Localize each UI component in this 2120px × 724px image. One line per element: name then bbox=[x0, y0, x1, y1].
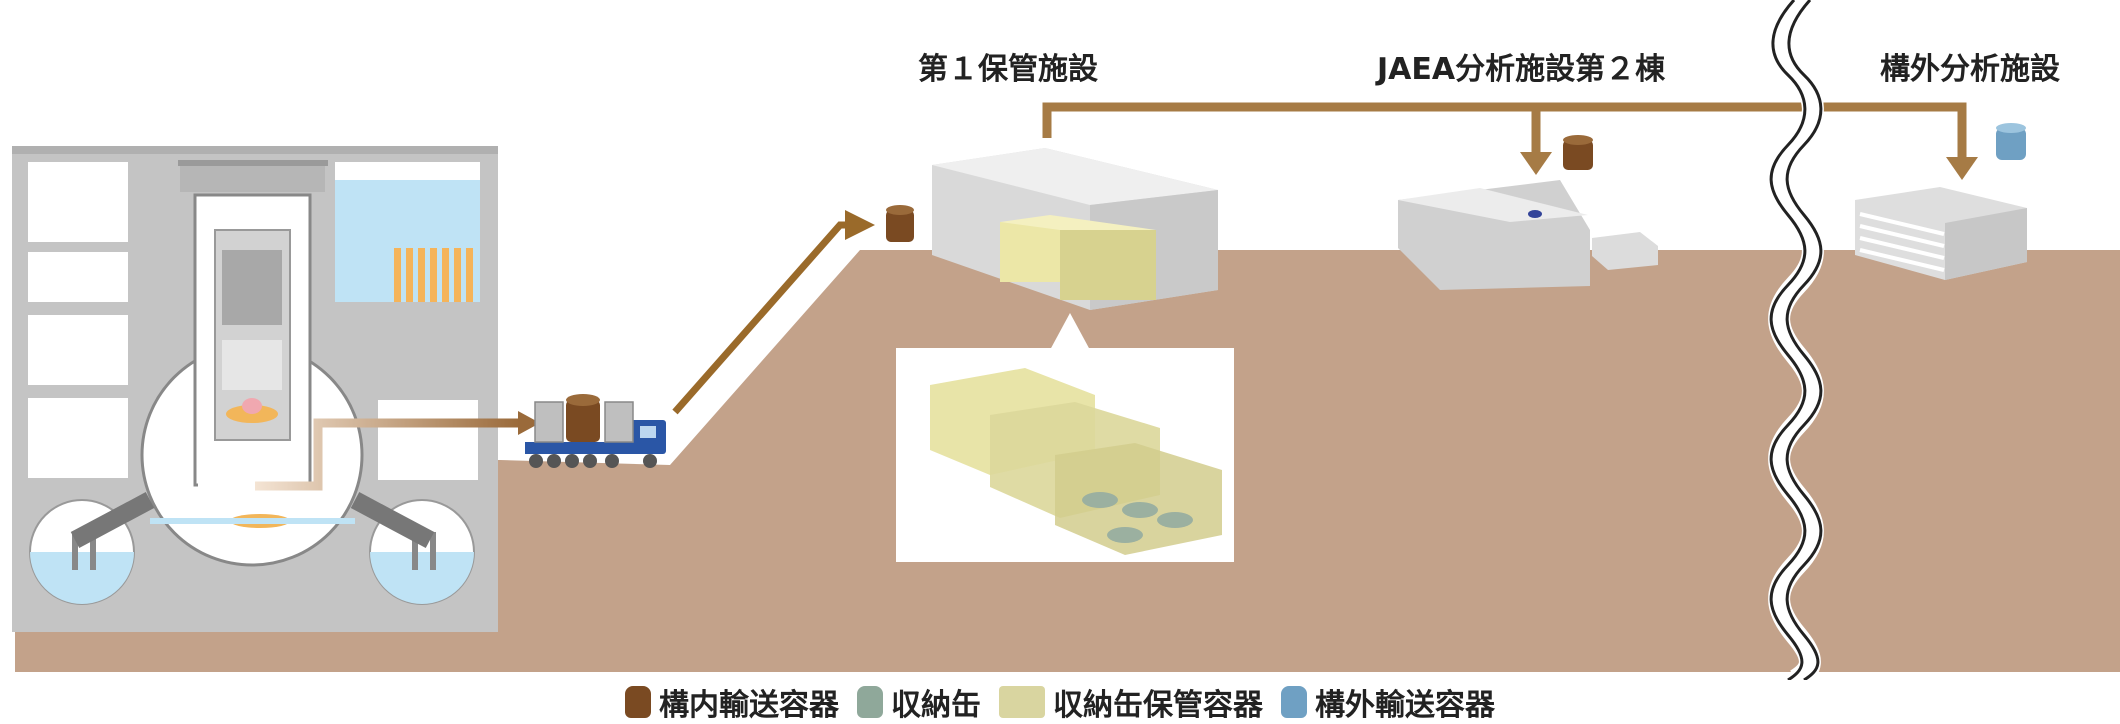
retrieval-path bbox=[255, 418, 520, 491]
legend-label: 構内輸送容器 bbox=[659, 688, 839, 723]
legend-label: 収納缶保管容器 bbox=[1053, 688, 1263, 723]
onsite-container-icon bbox=[886, 205, 914, 242]
legend-swatch-can-storage bbox=[999, 686, 1045, 718]
storage-facility-1 bbox=[932, 148, 1218, 310]
legend-swatch-onsite bbox=[625, 686, 651, 718]
reactor-building bbox=[12, 146, 498, 632]
jaea-facility bbox=[1398, 135, 1658, 290]
legend-label: 構外輸送容器 bbox=[1315, 688, 1495, 723]
legend-offsite-container: 構外輸送容器 bbox=[1281, 680, 1495, 724]
label-offsite-facility: 構外分析施設 bbox=[1880, 52, 2060, 87]
legend-swatch-offsite bbox=[1281, 686, 1307, 718]
inset-can-1 bbox=[1082, 492, 1118, 508]
inset-can-3 bbox=[1157, 512, 1193, 528]
offsite-facility bbox=[1855, 123, 2027, 280]
legend-can: 収納缶 bbox=[857, 680, 981, 724]
inset-can-2 bbox=[1122, 502, 1158, 518]
diagram-svg bbox=[12, 0, 2120, 690]
distribution-arrows bbox=[1042, 102, 1978, 180]
legend-can-storage: 収納缶保管容器 bbox=[999, 680, 1263, 724]
legend: 構内輸送容器 収納缶 収納缶保管容器 構外輸送容器 bbox=[0, 680, 2120, 724]
inset-can-4 bbox=[1107, 527, 1143, 543]
storage-zoom-inset bbox=[896, 348, 1234, 562]
fuel-racks bbox=[394, 248, 473, 302]
legend-swatch-can bbox=[857, 686, 883, 718]
label-storage-facility-1: 第１保管施設 bbox=[918, 52, 1098, 87]
site-boundary-divider bbox=[1768, 0, 1824, 690]
legend-label: 収納缶 bbox=[891, 688, 981, 723]
label-jaea-facility: JAEA分析施設第２棟 bbox=[1377, 52, 1666, 87]
legend-onsite-container: 構内輸送容器 bbox=[625, 680, 839, 724]
truck-onsite-container bbox=[566, 400, 600, 442]
transport-truck bbox=[525, 394, 666, 468]
